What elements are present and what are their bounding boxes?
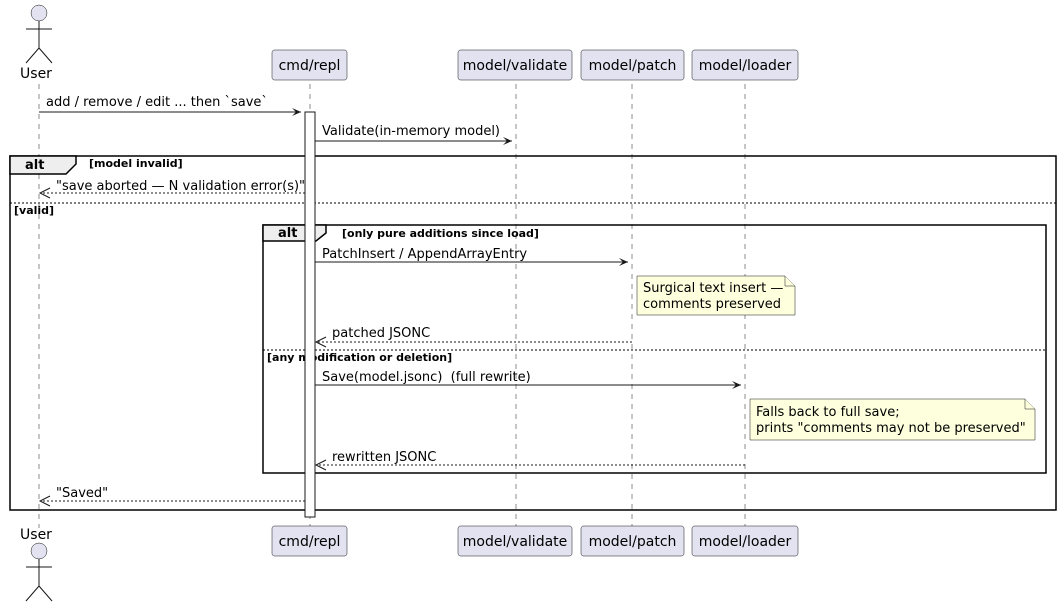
participant-repl-bottom: cmd/repl <box>271 525 348 557</box>
actor-user-icon-bottom <box>30 542 48 560</box>
participant-repl-label: cmd/repl <box>279 58 341 74</box>
arrowhead-icon <box>619 258 628 266</box>
participant-validate-label: model/validate <box>463 58 568 74</box>
actor-user-label-bottom: User <box>20 527 52 543</box>
actor-user-bottom: User <box>20 527 53 602</box>
participant-patch-label-bottom: model/patch <box>589 534 677 550</box>
participant-validate-top: model/validate <box>457 49 573 81</box>
repl-activation-bar <box>304 111 316 518</box>
message-validate: Validate(in-memory model) <box>315 124 512 145</box>
participant-loader-label: model/loader <box>699 58 792 74</box>
alt-outer-guard-valid: [valid] <box>14 204 54 217</box>
message-patched-jsonc-label: patched JSONC <box>332 326 430 341</box>
alt-inner-keyword: alt <box>278 226 297 241</box>
participant-loader-bottom: model/loader <box>691 525 799 557</box>
open-arrowhead-icon <box>38 495 51 507</box>
participant-loader-label-bottom: model/loader <box>699 534 792 550</box>
participant-validate-label-bottom: model/validate <box>463 534 568 550</box>
arrowhead-icon <box>732 381 741 389</box>
participant-loader-top: model/loader <box>691 49 799 81</box>
message-validate-label: Validate(in-memory model) <box>322 124 500 139</box>
message-save-command: add / remove / edit ... then `save` <box>39 95 301 116</box>
note-fallback: Falls back to full save; prints "comment… <box>749 398 1036 441</box>
open-arrowhead-icon <box>314 336 327 348</box>
actor-user-icon <box>30 4 48 22</box>
note-surgical-insert-line2: comments preserved <box>643 297 781 312</box>
participant-patch-label: model/patch <box>589 58 677 74</box>
message-full-save: Save(model.jsonc) (full rewrite) <box>315 370 741 389</box>
message-save-command-label: add / remove / edit ... then `save` <box>46 95 268 110</box>
alt-outer-guard-invalid: [model invalid] <box>89 157 183 170</box>
alt-fragment-outer: alt [model invalid] [valid] <box>9 155 1057 511</box>
message-saved-label: "Saved" <box>56 486 108 501</box>
note-surgical-insert: Surgical text insert — comments preserve… <box>636 275 796 316</box>
alt-inner-guard-modification: [any modification or deletion] <box>267 351 452 364</box>
participant-patch-top: model/patch <box>580 49 685 81</box>
alt-inner-guard-additions: [only pure additions since load] <box>342 227 539 240</box>
participant-repl-label-bottom: cmd/repl <box>279 534 341 550</box>
message-save-aborted-label: "save aborted — N validation error(s)" <box>56 179 305 194</box>
actor-user-label: User <box>20 66 52 82</box>
open-arrowhead-icon <box>314 459 327 471</box>
message-save-aborted: "save aborted — N validation error(s)" <box>38 179 305 199</box>
arrowhead-icon <box>292 108 301 116</box>
message-patched-jsonc: patched JSONC <box>314 326 632 348</box>
message-patch-insert: PatchInsert / AppendArrayEntry <box>315 247 628 266</box>
note-surgical-insert-line1: Surgical text insert — <box>643 281 783 296</box>
note-fallback-line2: prints "comments may not be preserved" <box>756 421 1026 436</box>
participant-validate-bottom: model/validate <box>457 525 573 557</box>
message-saved: "Saved" <box>38 486 305 507</box>
message-patch-insert-label: PatchInsert / AppendArrayEntry <box>322 247 527 262</box>
participant-repl-top: cmd/repl <box>271 49 348 81</box>
alt-outer-keyword: alt <box>25 158 44 173</box>
actor-user-top: User <box>20 4 53 82</box>
message-rewritten-jsonc: rewritten JSONC <box>314 450 745 471</box>
message-rewritten-jsonc-label: rewritten JSONC <box>332 450 436 465</box>
note-fallback-line1: Falls back to full save; <box>756 405 900 420</box>
arrowhead-icon <box>503 137 512 145</box>
alt-inner-frame <box>262 224 1047 474</box>
open-arrowhead-icon <box>38 187 51 199</box>
message-full-save-label: Save(model.jsonc) (full rewrite) <box>322 370 531 385</box>
participant-patch-bottom: model/patch <box>580 525 685 557</box>
alt-outer-tab <box>9 155 77 175</box>
alt-outer-frame <box>9 155 1057 511</box>
